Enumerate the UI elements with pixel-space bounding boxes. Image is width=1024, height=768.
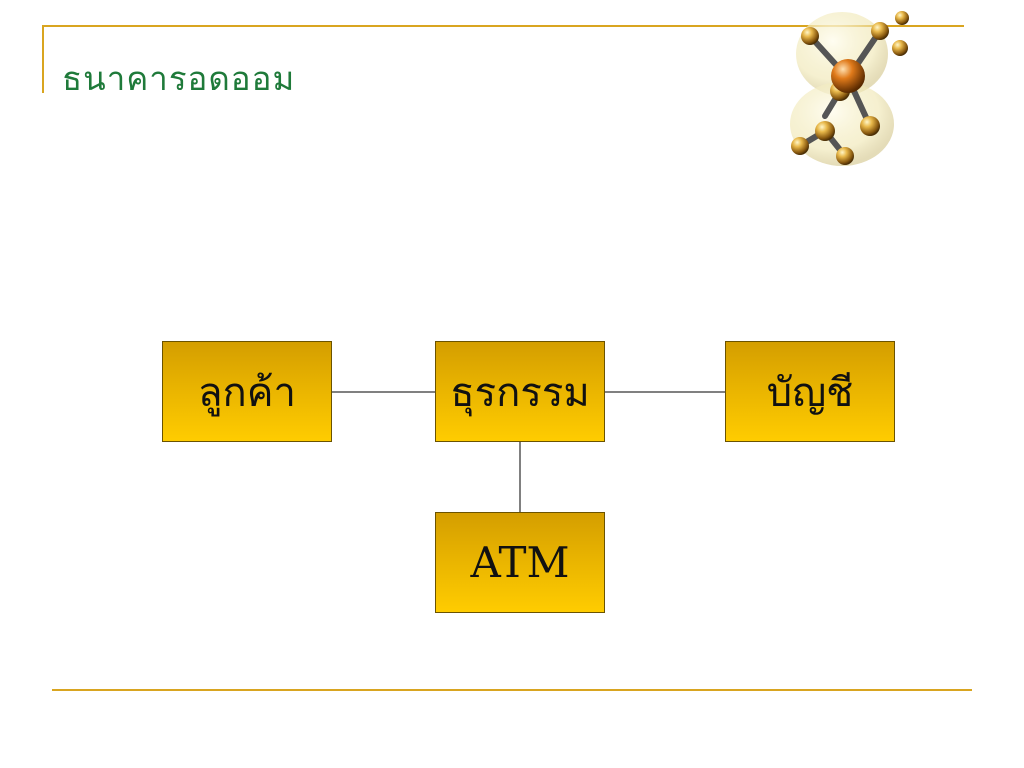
node-customer: ลูกค้า xyxy=(162,341,332,442)
node-transaction: ธุรกรรม xyxy=(435,341,605,442)
molecule-icon xyxy=(790,11,909,166)
node-account: บัญชี xyxy=(725,341,895,442)
page-title: ธนาคารอดออม xyxy=(62,59,296,98)
bottom-rule xyxy=(52,689,972,691)
node-atm: ATM xyxy=(435,512,605,613)
top-rule xyxy=(44,25,964,27)
left-rule xyxy=(42,25,44,93)
